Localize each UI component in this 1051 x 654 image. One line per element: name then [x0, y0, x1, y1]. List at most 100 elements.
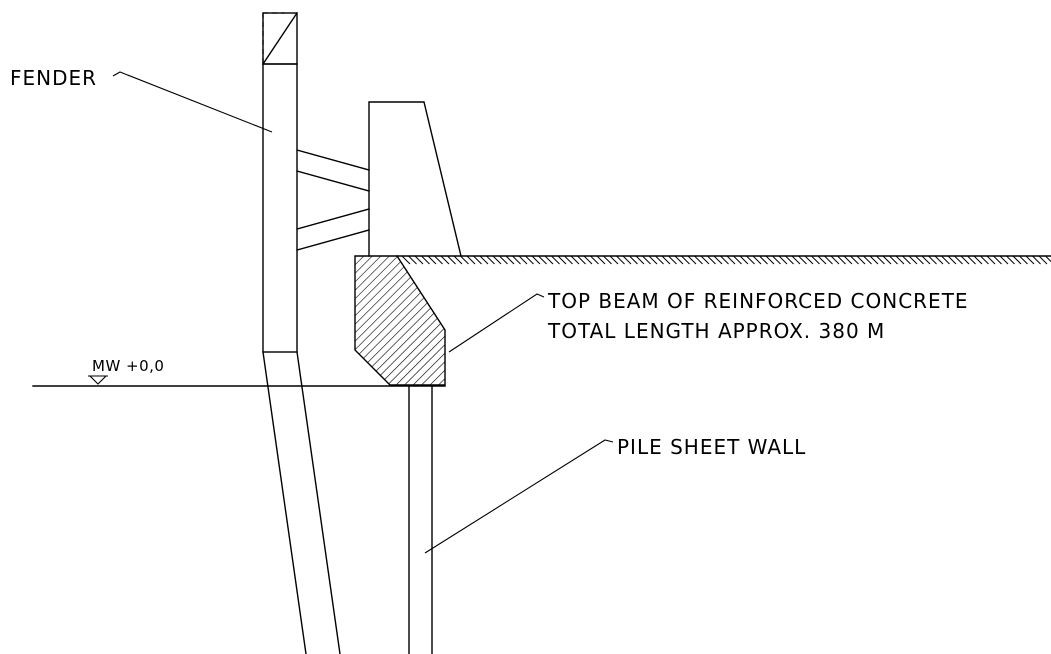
strut-upper-1	[296, 149, 370, 171]
ground-hatch-tick	[954, 255, 963, 265]
ground-hatch-tick	[408, 255, 417, 265]
ground-hatch-tick	[577, 255, 586, 265]
ground-hatch-tick	[746, 255, 755, 265]
ground-hatch-tick	[778, 255, 788, 265]
fender-pile-right	[296, 351, 341, 654]
ground-hatch-tick	[928, 255, 937, 265]
water-level-label: MW +0,0	[92, 357, 164, 375]
top-beam-label-line1: TOP BEAM OF REINFORCED CONCRETE	[547, 289, 969, 313]
ground-hatch-tick	[889, 255, 898, 265]
ground-hatch-tick	[785, 255, 794, 265]
ground-hatch-tick	[1006, 255, 1015, 265]
ground-hatch-tick	[863, 255, 872, 265]
ground-hatch-tick	[908, 255, 918, 265]
ground-hatch-tick	[850, 255, 859, 265]
ground-hatch-tick	[551, 255, 560, 265]
ground-hatch-tick	[921, 255, 931, 265]
ground-hatch-tick	[980, 255, 989, 265]
ground-hatch-tick	[1038, 255, 1048, 265]
ground-hatch-tick	[427, 255, 437, 265]
fender-pile-left	[262, 351, 307, 654]
ground-hatch-tick	[1025, 255, 1035, 265]
ground-hatch-tick	[447, 255, 456, 265]
ground-hatch-tick	[538, 255, 547, 265]
ground-hatch-tick	[973, 255, 983, 265]
ground-hatch-tick	[479, 255, 489, 265]
ground-hatch-tick	[512, 255, 521, 265]
ground-hatch-tick	[941, 255, 950, 265]
ground-hatch-tick	[603, 255, 612, 265]
ground-hatch-tick	[856, 255, 866, 265]
ground-hatch-tick	[622, 255, 632, 265]
pile-sheet-wall-leader	[424, 439, 614, 554]
ground-hatch-tick	[895, 255, 905, 265]
ground-hatch-tick	[915, 255, 924, 265]
water-level: MW +0,0	[32, 357, 446, 387]
ground-hatch-tick	[421, 255, 430, 265]
ground-hatch-tick	[414, 255, 424, 265]
pile-sheet-wall	[408, 385, 433, 654]
ground-hatch-tick	[661, 255, 671, 265]
ground-hatch-tick	[473, 255, 482, 265]
ground-hatch-tick	[993, 255, 1002, 265]
top-beam-leader	[448, 293, 545, 353]
ground-hatch-tick	[681, 255, 690, 265]
ground-hatch-tick	[1045, 255, 1051, 263]
ground-hatch-tick	[499, 255, 508, 265]
ground-hatch-tick	[1012, 255, 1022, 265]
ground-hatch-tick	[700, 255, 710, 265]
fender-leader	[112, 71, 273, 133]
label-top-beam-group: TOP BEAM OF REINFORCED CONCRETE TOTAL LE…	[448, 289, 969, 353]
ground-hatch-tick	[772, 255, 781, 265]
ground-hatch-tick	[707, 255, 716, 265]
upper-wall-block	[368, 101, 462, 257]
ground-hatch-tick	[596, 255, 606, 265]
ground-hatch-tick	[570, 255, 580, 265]
ground-hatch-tick	[713, 255, 723, 265]
ground-hatch-tick	[440, 255, 450, 265]
label-pile-sheet-wall-group: PILE SHEET WALL	[424, 435, 806, 554]
fender-head-diagonal	[262, 12, 298, 65]
ground-hatch-tick	[486, 255, 495, 265]
ground-hatch-tick	[544, 255, 554, 265]
ground-hatch-tick	[876, 255, 885, 265]
ground-hatch-tick	[934, 255, 944, 265]
ground-hatch-tick	[759, 255, 768, 265]
ground-hatch-tick	[811, 255, 820, 265]
ground-hatch-tick	[694, 255, 703, 265]
ground-hatch-tick	[629, 255, 638, 265]
pile-sheet-wall-label: PILE SHEET WALL	[617, 435, 806, 459]
ground-hatch-tick	[616, 255, 625, 265]
ground-hatch-tick	[1019, 255, 1028, 265]
ground-hatch-tick	[564, 255, 573, 265]
ground-hatch-tick	[648, 255, 658, 265]
ground-hatch-tick	[817, 255, 827, 265]
ground-hatch-tick	[733, 255, 742, 265]
strut-upper-2	[296, 170, 370, 192]
ground-hatch-tick	[739, 255, 749, 265]
ground-hatch-tick	[882, 255, 892, 265]
fender-struts	[296, 149, 370, 251]
ground-hatch-tick	[999, 255, 1009, 265]
ground-hatch-tick	[635, 255, 645, 265]
ground-hatch-tick	[505, 255, 515, 265]
ground-hatch-tick	[765, 255, 775, 265]
fender	[262, 12, 341, 654]
ground-hatch-tick	[557, 255, 567, 265]
ground-hatch-tick	[590, 255, 599, 265]
ground-hatch-tick	[583, 255, 593, 265]
ground-surface	[396, 255, 1051, 265]
ground-hatch-tick	[752, 255, 762, 265]
ground-hatch-tick	[986, 255, 996, 265]
ground-hatch-tick	[655, 255, 664, 265]
fender-body	[262, 63, 298, 353]
ground-hatch-tick	[791, 255, 801, 265]
ground-hatch-tick	[947, 255, 957, 265]
ground-hatch-tick	[687, 255, 697, 265]
ground-hatch-tick	[531, 255, 541, 265]
ground-hatch-tick	[401, 255, 411, 265]
top-beam-concrete	[354, 255, 446, 386]
ground-hatch-tick	[720, 255, 729, 265]
ground-hatch-tick	[434, 255, 443, 265]
ground-hatch-tick	[518, 255, 528, 265]
